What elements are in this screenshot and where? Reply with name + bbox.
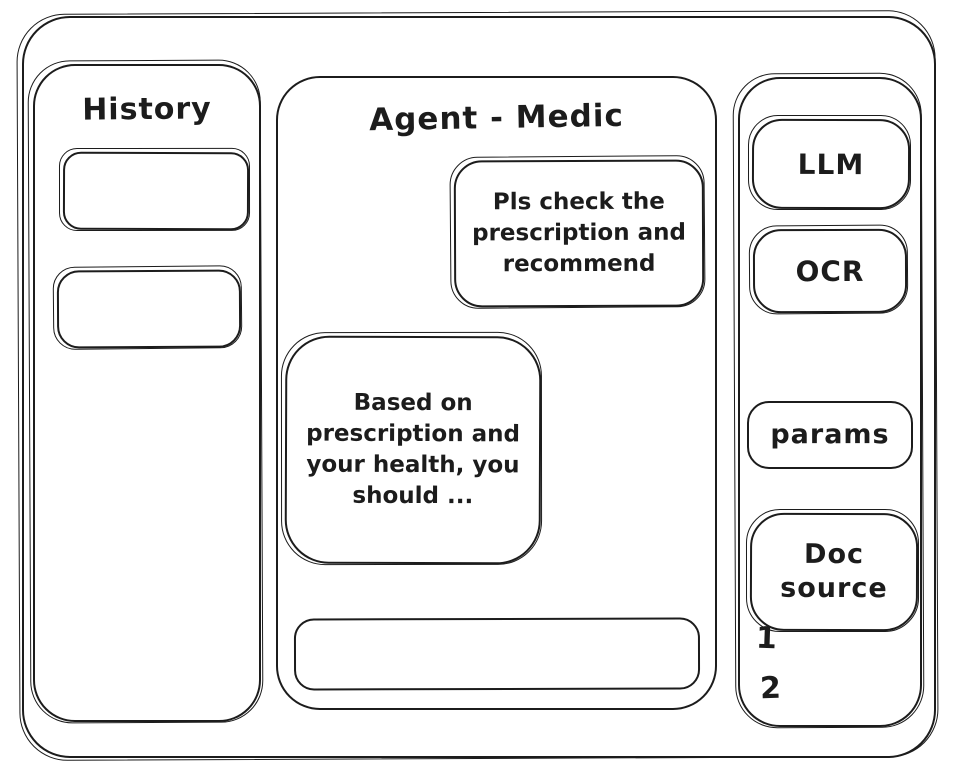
tools-panel: LLM OCR params Doc source 1 2: [738, 77, 922, 727]
message-input[interactable]: [293, 617, 701, 691]
assistant-message-bubble: Based on prescription and your health, y…: [284, 335, 542, 565]
history-item[interactable]: [62, 151, 250, 231]
history-item[interactable]: [56, 269, 242, 349]
chat-title: Agent - Medic: [368, 97, 625, 139]
ocr-button[interactable]: OCR: [752, 228, 908, 314]
doc-source-item-2[interactable]: 2: [759, 670, 782, 707]
assistant-message-text: Based on prescription and your health, y…: [306, 390, 521, 510]
doc-source-item-1[interactable]: 1: [755, 620, 778, 657]
user-message-bubble: Pls check the prescription and recommend: [453, 159, 705, 308]
history-panel: History: [33, 64, 261, 722]
chat-panel: Agent - Medic Pls check the prescription…: [276, 76, 717, 710]
doc-source-button[interactable]: Doc source: [749, 512, 919, 632]
history-title: History: [82, 91, 212, 128]
llm-button[interactable]: LLM: [751, 118, 911, 210]
user-message-text: Pls check the prescription and recommend: [472, 188, 686, 278]
params-button[interactable]: params: [747, 401, 913, 469]
